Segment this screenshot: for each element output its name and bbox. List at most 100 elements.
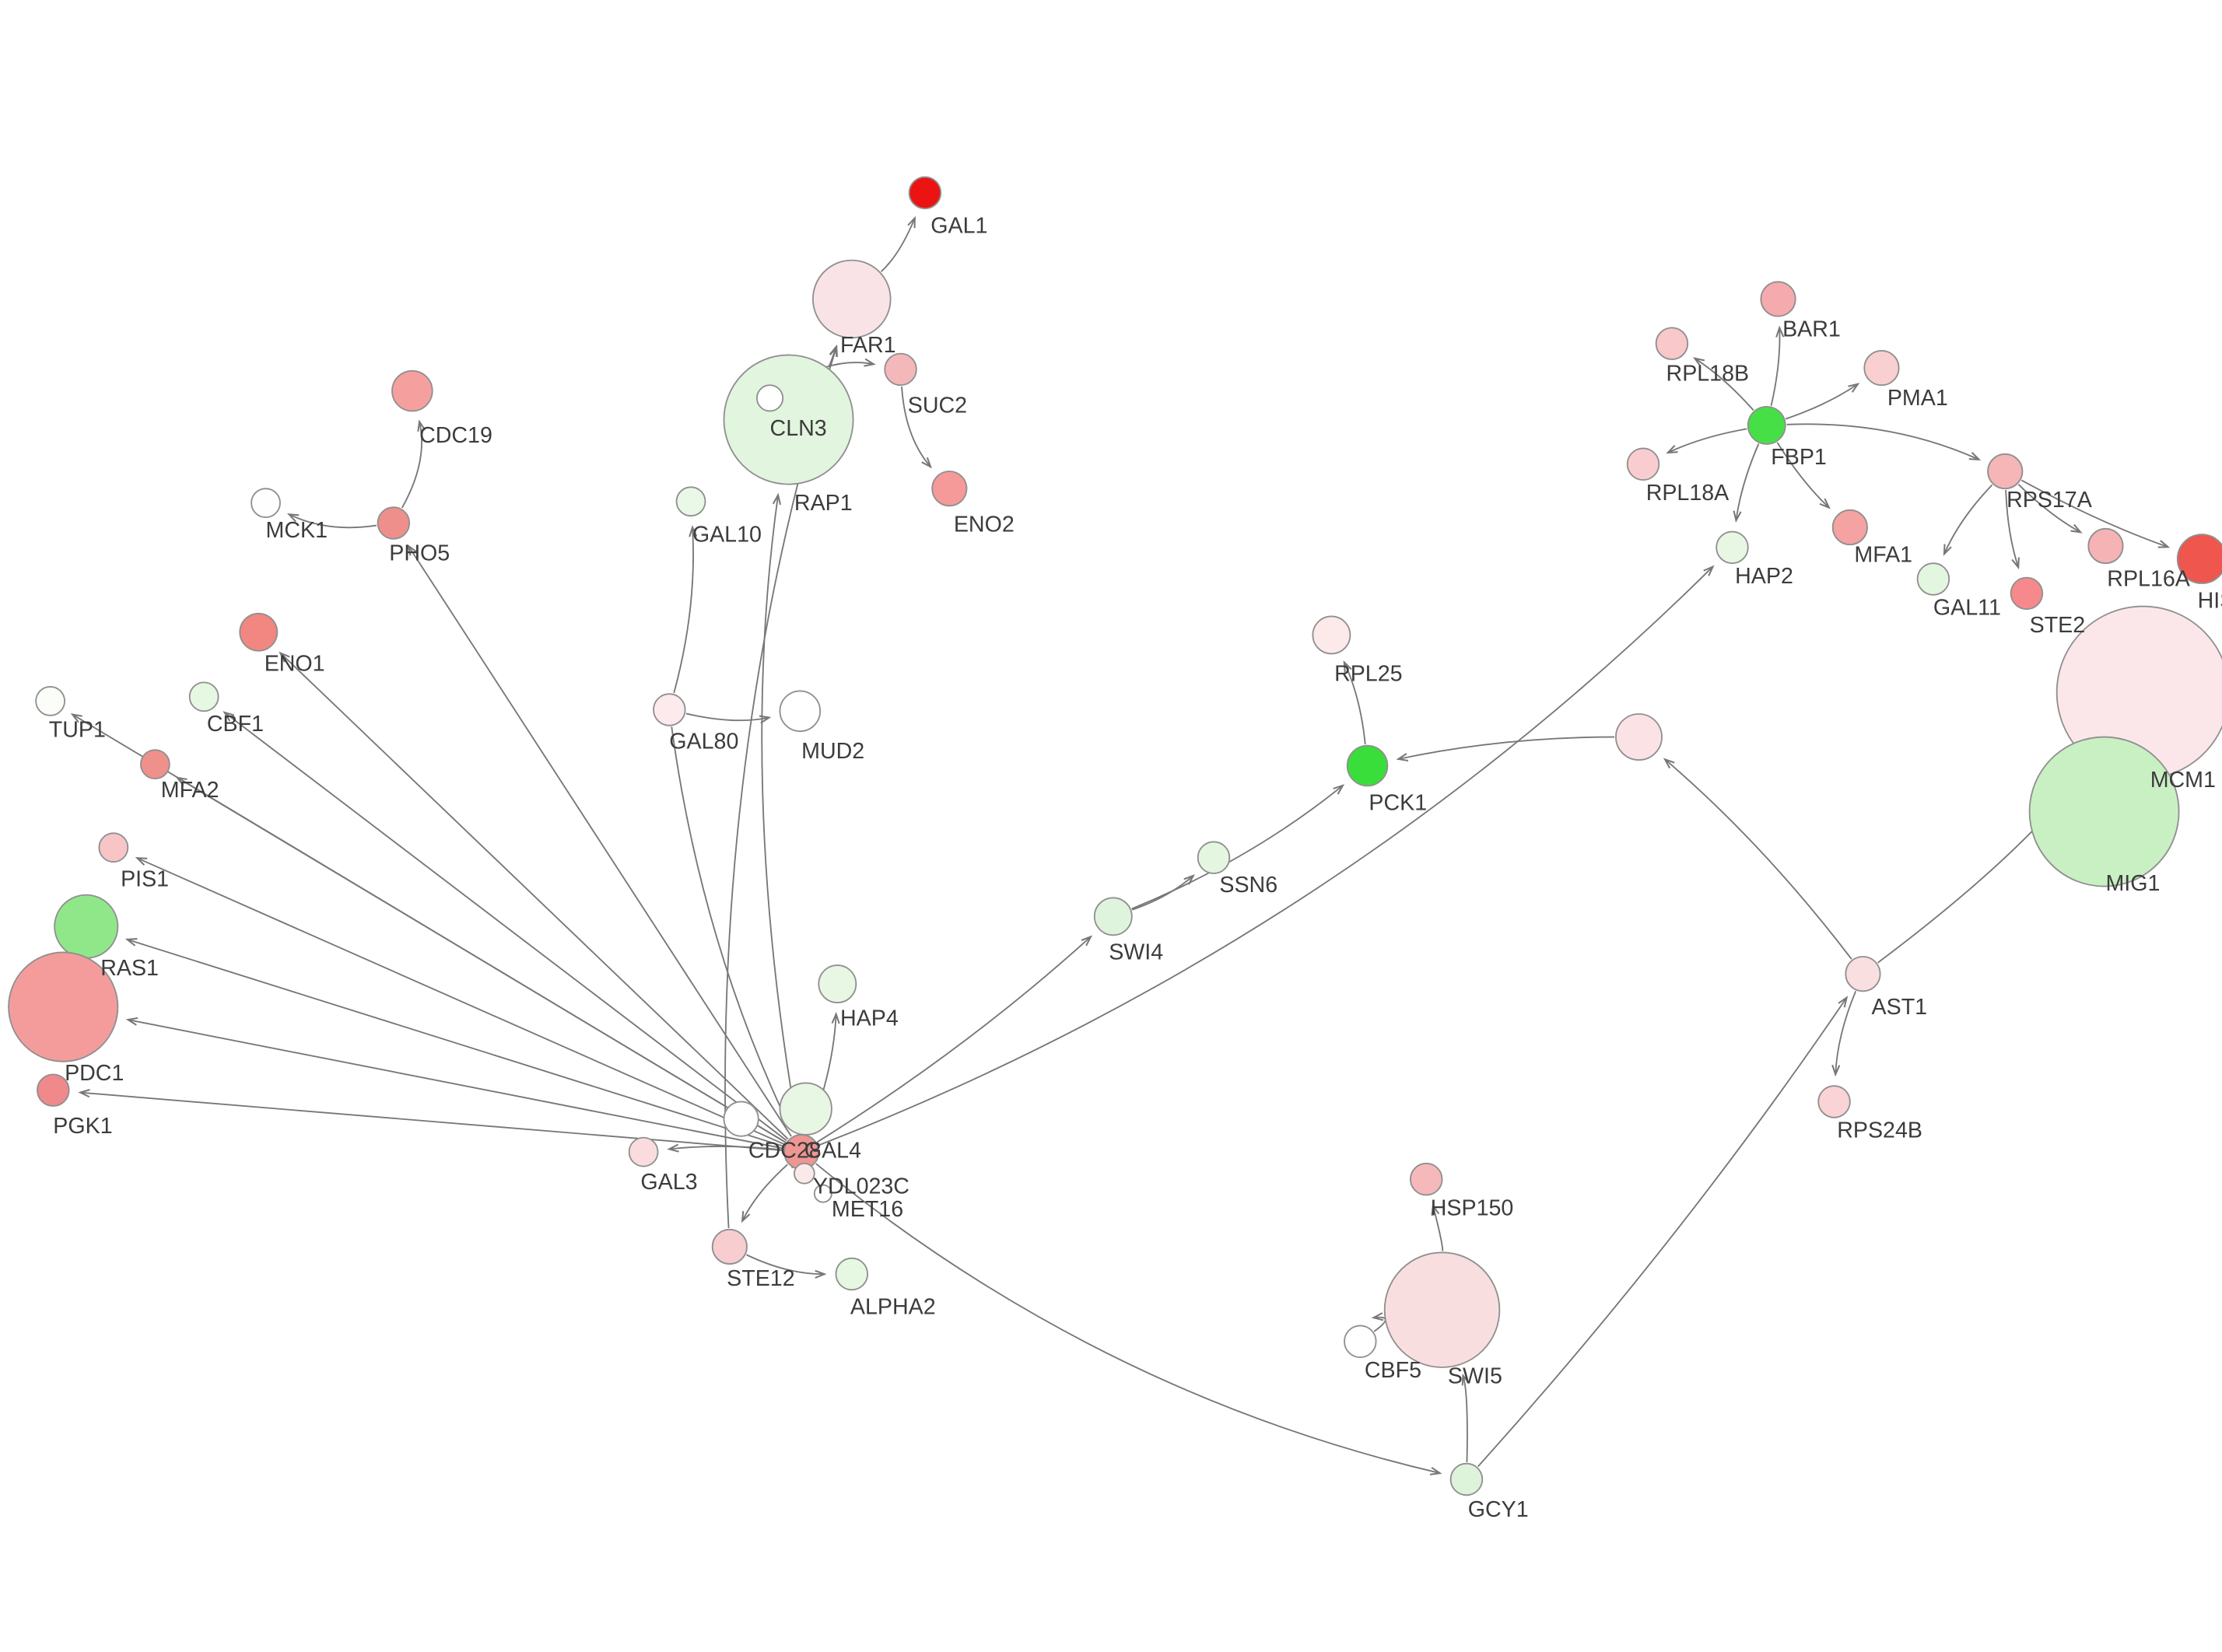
node-PCK1[interactable] — [1346, 744, 1389, 787]
node-ALPHA2[interactable] — [835, 1257, 868, 1291]
edge-GAL80-MUD2[interactable] — [685, 712, 769, 720]
edge-FAR1-GAL1[interactable] — [880, 218, 915, 272]
node-label-GAL1: GAL1 — [931, 214, 987, 239]
edge-FBP1-RPS17A[interactable] — [1786, 423, 1979, 460]
edge-GAL80-GAL4[interactable] — [671, 726, 789, 1125]
node-HAP2[interactable] — [1716, 530, 1749, 565]
node-STE2[interactable] — [2010, 576, 2044, 611]
node-PHO5[interactable] — [377, 506, 411, 540]
node-GAL80[interactable] — [653, 693, 686, 726]
node-RPL25[interactable] — [1312, 615, 1351, 655]
node-SWI4[interactable] — [1093, 897, 1133, 936]
edge-GAL4-STE12[interactable] — [742, 1164, 788, 1221]
edge-FBP1-RPL18B[interactable] — [1695, 359, 1754, 411]
edge-FBP1-PMA1[interactable] — [1785, 384, 1858, 420]
node-PMA1[interactable] — [1863, 350, 1900, 387]
node-TUP1[interactable] — [35, 686, 65, 716]
node-FBP1[interactable] — [1747, 406, 1786, 445]
edge-GCY1-AST1[interactable] — [1477, 998, 1847, 1468]
edge-PCK1-RPL25[interactable] — [1344, 663, 1366, 745]
edge-GAL4-CLN3[interactable] — [761, 495, 800, 1134]
node-SWI5[interactable] — [1383, 1251, 1501, 1368]
node-RAS1[interactable] — [54, 894, 119, 959]
node-RPS17A[interactable] — [1987, 453, 2024, 490]
edge-RPS17A-STE2[interactable] — [2005, 489, 2018, 568]
node-ENO1[interactable] — [239, 612, 279, 652]
node-STE12[interactable] — [711, 1228, 748, 1265]
edge-GAL4-CBF1[interactable] — [225, 712, 787, 1142]
edge-GAL4-RAS1[interactable] — [128, 940, 784, 1147]
edge-GAL4-SWI4[interactable] — [816, 936, 1091, 1143]
edge-GAL4-PHO5[interactable] — [408, 546, 792, 1137]
node-PIS1[interactable] — [98, 832, 129, 863]
node-RPL18B[interactable] — [1655, 327, 1689, 360]
node-HIS4[interactable] — [2176, 534, 2222, 584]
node-label-TUP1: TUP1 — [49, 718, 106, 743]
edge-NODE_P-PCK1[interactable] — [1398, 736, 1615, 759]
edge-FBP1-HAP2[interactable] — [1736, 443, 1760, 521]
node-RAP1[interactable] — [756, 384, 784, 412]
edge-FBP1-BAR1[interactable] — [1770, 327, 1779, 407]
edge-GAL80-GAL10[interactable] — [673, 527, 693, 694]
node-ENO2[interactable] — [931, 471, 968, 507]
node-CLN3[interactable] — [723, 354, 854, 485]
edge-SUC2-ENO2[interactable] — [901, 387, 931, 467]
edge-GCY1-SWI5[interactable] — [1463, 1376, 1467, 1462]
edge-AST1-NODE_P[interactable] — [1665, 759, 1852, 960]
node-YDL023C[interactable] — [794, 1162, 815, 1185]
edge-GAL4-GCY1[interactable] — [815, 1163, 1440, 1473]
edge-RPS17A-RPL16A[interactable] — [2017, 484, 2080, 532]
edge-SWI5-HSP150[interactable] — [1433, 1206, 1444, 1251]
node-RPL16A[interactable] — [2087, 527, 2124, 565]
node-SUC2[interactable] — [884, 352, 917, 387]
node-RPL18A[interactable] — [1626, 447, 1660, 481]
node-unlabeled[interactable] — [1615, 713, 1663, 761]
node-MFA2[interactable] — [140, 749, 170, 779]
edge-GAL4-PDC1[interactable] — [128, 1020, 783, 1150]
edge-GAL4-HAP2[interactable] — [818, 567, 1712, 1146]
node-AST1[interactable] — [1845, 956, 1881, 992]
edge-GAL4-ENO1[interactable] — [280, 653, 789, 1140]
edge-GAL4-PIS1[interactable] — [137, 858, 785, 1146]
edge-FBP1-MFA1[interactable] — [1776, 442, 1828, 508]
edge-PHO5-MCK1[interactable] — [289, 514, 377, 529]
node-HSP150[interactable] — [1410, 1162, 1443, 1196]
edge-AST1-RPS24B[interactable] — [1835, 990, 1857, 1074]
edge-SWI4-SSN6[interactable] — [1131, 876, 1193, 911]
node-MIG1[interactable] — [2028, 736, 2180, 887]
node-unlabeled[interactable] — [779, 1082, 832, 1136]
node-PGK1[interactable] — [37, 1073, 70, 1107]
node-GAL1[interactable] — [908, 176, 942, 210]
node-MFA1[interactable] — [1831, 509, 1868, 546]
node-MUD2[interactable] — [779, 690, 822, 733]
node-PDC1[interactable] — [8, 951, 119, 1062]
node-HAP4[interactable] — [818, 964, 857, 1004]
edge-FBP1-RPL18A[interactable] — [1668, 428, 1747, 453]
node-GAL3[interactable] — [628, 1136, 659, 1167]
node-MCK1[interactable] — [251, 488, 281, 518]
node-CBF5[interactable] — [1344, 1325, 1377, 1359]
edge-SWI4-PCK1[interactable] — [1131, 786, 1343, 910]
node-BAR1[interactable] — [1760, 281, 1796, 317]
node-CDC19[interactable] — [391, 369, 433, 412]
node-FAR1[interactable] — [812, 259, 892, 339]
node-GAL11[interactable] — [1916, 562, 1950, 596]
edge-RPS17A-GAL11[interactable] — [1944, 484, 1993, 554]
node-RPS24B[interactable] — [1817, 1085, 1851, 1118]
edge-GAL4-GAL3[interactable] — [669, 1146, 783, 1150]
node-CDC28[interactable] — [723, 1101, 759, 1137]
node-MET16[interactable] — [813, 1184, 832, 1203]
edge-STE12-ALPHA2[interactable] — [746, 1254, 824, 1274]
node-label-CDC28: CDC28 — [748, 1138, 822, 1163]
edge-GAL4-MFA2[interactable] — [177, 778, 787, 1143]
node-SSN6[interactable] — [1197, 841, 1231, 874]
edge-CBF5-SWI5[interactable] — [1373, 1318, 1386, 1332]
node-GCY1[interactable] — [1449, 1462, 1484, 1496]
edge-RPS17A-HIS4[interactable] — [2020, 479, 2168, 547]
edge-GAL4-PGK1[interactable] — [80, 1093, 783, 1151]
node-CBF1[interactable] — [188, 681, 219, 712]
edge-PHO5-CDC19[interactable] — [401, 422, 422, 509]
node-GAL10[interactable] — [675, 486, 706, 517]
